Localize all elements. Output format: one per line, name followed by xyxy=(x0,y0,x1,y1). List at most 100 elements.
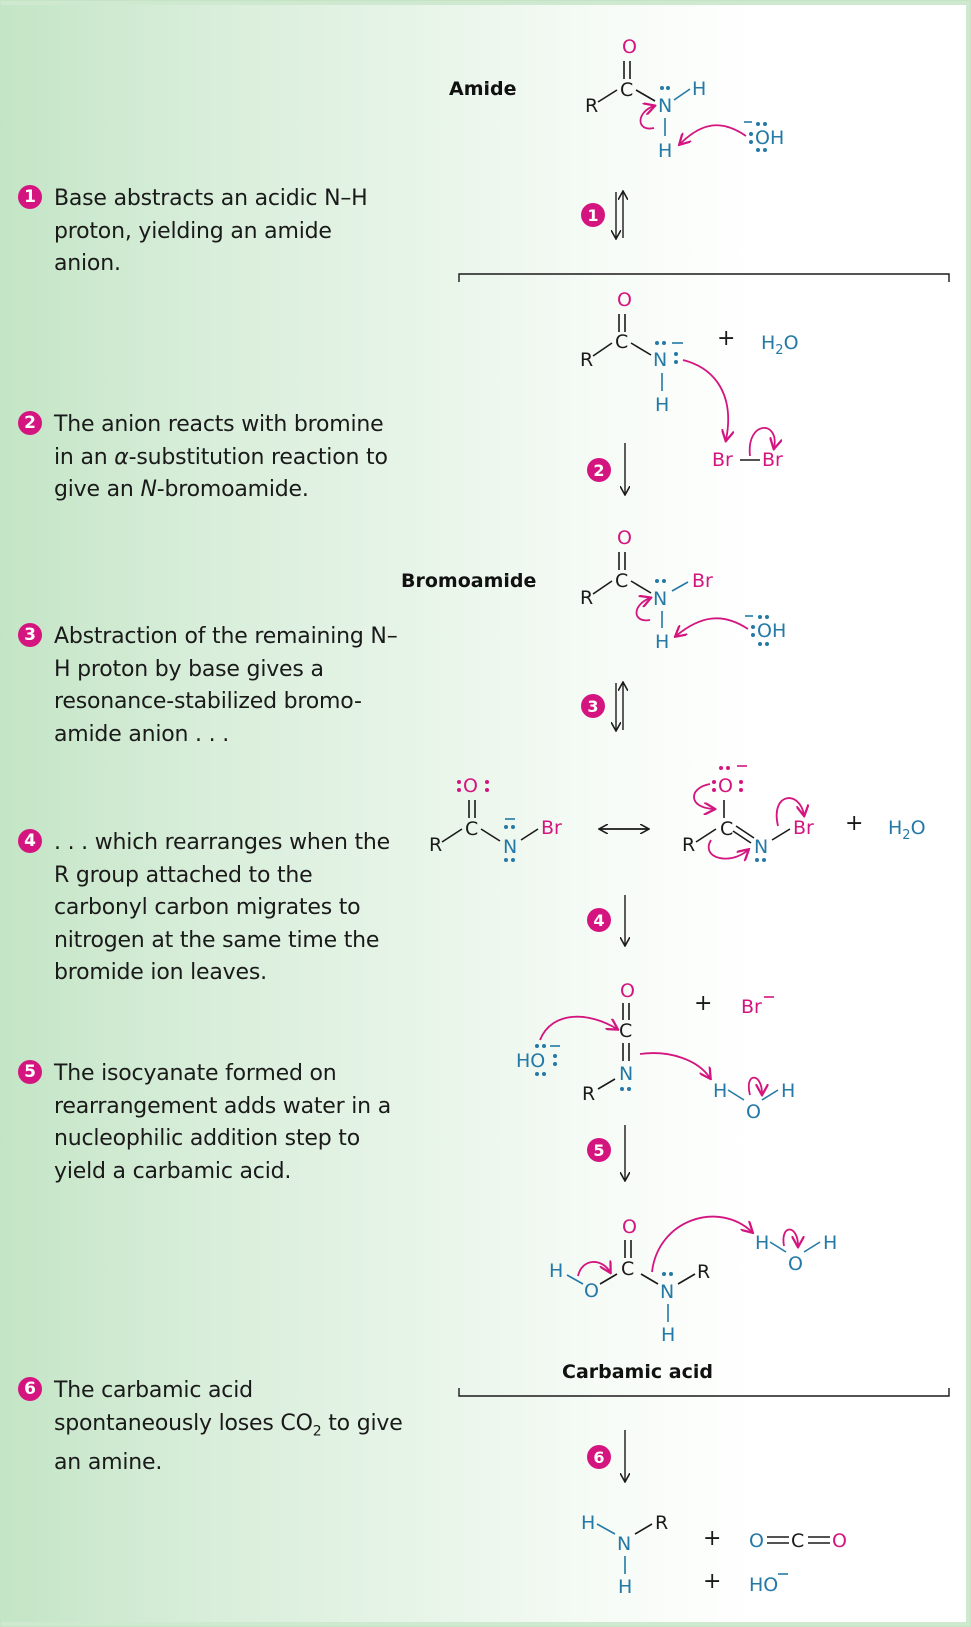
atom-r: R xyxy=(429,834,442,856)
hydroxide: OH xyxy=(755,127,784,149)
atom-c: C xyxy=(465,818,478,840)
atom-c: C xyxy=(615,570,628,592)
arrow-step-3: 3 xyxy=(581,683,623,730)
atom-n: N xyxy=(617,1533,631,1555)
atom-o: O xyxy=(463,775,478,797)
step-1-arrow-badge xyxy=(581,203,605,227)
step-6-text-b: to give an amine. xyxy=(54,1410,403,1476)
arrow-step-6: 6 xyxy=(587,1430,625,1481)
bromide-ion: Br xyxy=(741,996,762,1018)
atom-o: O xyxy=(622,36,637,58)
plus-sign: + xyxy=(703,1526,721,1551)
atom-r: R xyxy=(582,1083,595,1105)
label-amide: Amide xyxy=(449,78,517,100)
arrow-step-4: 4 xyxy=(587,895,625,945)
step-2-text: The anion reacts with bromine in an α-su… xyxy=(54,409,404,507)
svg-text:O: O xyxy=(832,1530,847,1552)
step-1-badge: 1 xyxy=(18,185,42,209)
frame-border-right xyxy=(966,1,970,1626)
atom-o: O xyxy=(617,527,632,549)
atom-h: H xyxy=(581,1512,595,1534)
atom-c: C xyxy=(621,1258,634,1280)
atom-r: R xyxy=(682,834,695,856)
bromoamide-anion-resonance-b: O C R N Br + H2O xyxy=(682,765,926,862)
carbamic-acid-structure: O C O H N R H H O H xyxy=(549,1215,837,1346)
atom-o: O xyxy=(617,289,632,311)
atom-o: O xyxy=(620,980,635,1002)
step-2-text-b: -substitution reaction to give an xyxy=(54,444,388,503)
plus-sign: + xyxy=(703,1569,721,1594)
hydroxide: HO xyxy=(516,1050,545,1072)
atom-br: Br xyxy=(541,817,562,839)
water-o: O xyxy=(788,1253,803,1275)
atom-h: H xyxy=(618,1576,632,1598)
water: H2O xyxy=(761,332,799,358)
water-h: H xyxy=(823,1232,837,1254)
amine-products: H N R H + O C O + HO xyxy=(581,1512,847,1598)
atom-r: R xyxy=(585,95,598,117)
atom-h: H xyxy=(692,78,706,100)
hydroxide: OH xyxy=(757,620,786,642)
step-6-badge: 6 xyxy=(18,1377,42,1401)
bromoamide-anion-resonance-a: O C R N Br xyxy=(429,775,562,862)
atom-h: H xyxy=(655,631,669,653)
amide-structure: O C R N H H OH xyxy=(585,36,784,162)
arrow-step-1: 1 xyxy=(581,192,623,238)
bromoamide-structure: O C R N Br H OH xyxy=(580,527,786,653)
svg-text:C: C xyxy=(791,1530,804,1552)
water-h: H xyxy=(713,1080,727,1102)
atom-h: H xyxy=(655,394,669,416)
step-3-badge: 3 xyxy=(18,623,42,647)
atom-n: N xyxy=(503,836,517,858)
step-3-text: Abstraction of the remaining N–H proton … xyxy=(54,624,398,747)
alpha-symbol: α xyxy=(114,444,129,470)
atom-o: O xyxy=(718,775,733,797)
atom-n: N xyxy=(619,1063,633,1085)
amide-anion-structure: O C R N H + H2O Br Br xyxy=(580,289,799,471)
step-5-badge: 5 xyxy=(18,1060,42,1084)
svg-text:1: 1 xyxy=(587,206,598,225)
water-h: H xyxy=(755,1232,769,1254)
svg-text:3: 3 xyxy=(587,697,598,716)
frame-border-top xyxy=(1,1,970,5)
plus-sign: + xyxy=(845,811,863,836)
atom-n: N xyxy=(658,95,672,117)
svg-text:O: O xyxy=(749,1530,764,1552)
atom-br: Br xyxy=(793,817,814,839)
plus-sign: + xyxy=(717,326,735,351)
step-6-text-a: The carbamic acid spontaneously loses CO xyxy=(54,1378,313,1436)
atom-n: N xyxy=(653,588,667,610)
atom-r: R xyxy=(697,1261,710,1283)
atom-n: N xyxy=(660,1281,674,1303)
step-2-badge: 2 xyxy=(18,411,42,435)
arrow-step-2: 2 xyxy=(587,443,625,494)
svg-text:4: 4 xyxy=(593,911,604,930)
water-o: O xyxy=(746,1101,761,1123)
atom-c: C xyxy=(620,79,633,101)
atom-o: O xyxy=(622,1216,637,1238)
step-2-text-c: -bromoamide. xyxy=(156,477,309,502)
plus-sign: + xyxy=(694,991,712,1016)
bromine-atom-1: Br xyxy=(712,449,733,471)
atom-h: H xyxy=(549,1260,563,1282)
n-italic: N xyxy=(140,477,157,502)
isocyanate-structure: O C N R + Br HO H O H xyxy=(516,980,795,1123)
label-carbamic-acid: Carbamic acid xyxy=(562,1361,713,1383)
atom-h: H xyxy=(661,1324,675,1346)
step-4-badge: 4 xyxy=(18,829,42,853)
atom-c: C xyxy=(615,331,628,353)
atom-n: N xyxy=(754,836,768,858)
atom-o: O xyxy=(584,1280,599,1302)
step-1-text: Base abstracts an acidic N–H proton, yie… xyxy=(54,186,368,276)
atom-r: R xyxy=(580,349,593,371)
hydroxide-ion: HO xyxy=(749,1574,778,1596)
step-2-text-a: The anion reacts with bromine in an xyxy=(54,412,384,470)
svg-text:2: 2 xyxy=(593,461,604,480)
water: H2O xyxy=(888,817,926,843)
bracket-bottom xyxy=(458,1388,950,1397)
svg-text:6: 6 xyxy=(593,1448,604,1467)
subscript-2: 2 xyxy=(312,1422,322,1439)
step-6-text: The carbamic acid spontaneously loses CO… xyxy=(54,1375,404,1480)
step-5-text: The isocyanate formed on rearrangement a… xyxy=(54,1061,392,1184)
